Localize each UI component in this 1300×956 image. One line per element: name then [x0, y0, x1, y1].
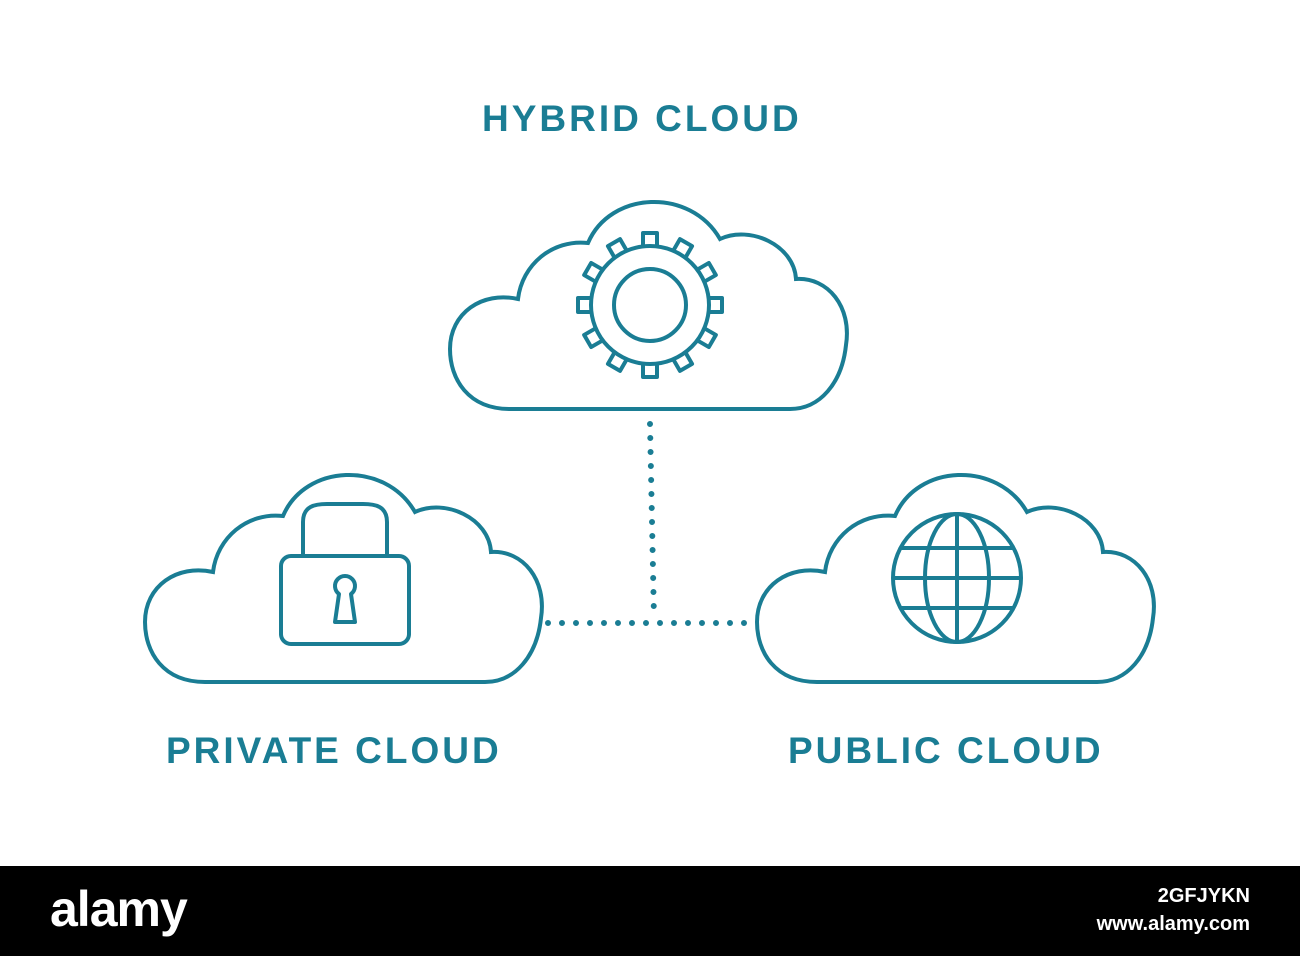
private-cloud-node	[143, 472, 544, 684]
public-cloud-node	[755, 472, 1156, 684]
image-id: 2GFJYKN	[1157, 885, 1250, 907]
lock-shackle	[301, 502, 389, 556]
gear-icon	[576, 231, 724, 379]
connectors	[545, 421, 755, 626]
hybrid-cloud-node	[448, 199, 849, 411]
footer-meta: 2GFJYKN www.alamy.com	[1097, 886, 1250, 934]
watermark-footer: alamy 2GFJYKN www.alamy.com	[0, 866, 1300, 956]
hybrid-cloud-label: HYBRID CLOUD	[482, 98, 802, 139]
lock-keyhole	[333, 574, 357, 624]
private-cloud-outline	[143, 472, 544, 684]
lock-body	[279, 554, 411, 646]
site-url: www.alamy.com	[1096, 913, 1250, 935]
public-cloud-label: PUBLIC CLOUD	[788, 730, 1104, 771]
globe-icon	[891, 512, 1023, 644]
private-cloud-label: PRIVATE CLOUD	[166, 730, 502, 771]
connector-hybrid-vertical	[647, 421, 657, 621]
alamy-logo: alamy	[50, 881, 188, 937]
lock-icon	[279, 502, 411, 646]
cloud-diagram	[143, 199, 1156, 684]
